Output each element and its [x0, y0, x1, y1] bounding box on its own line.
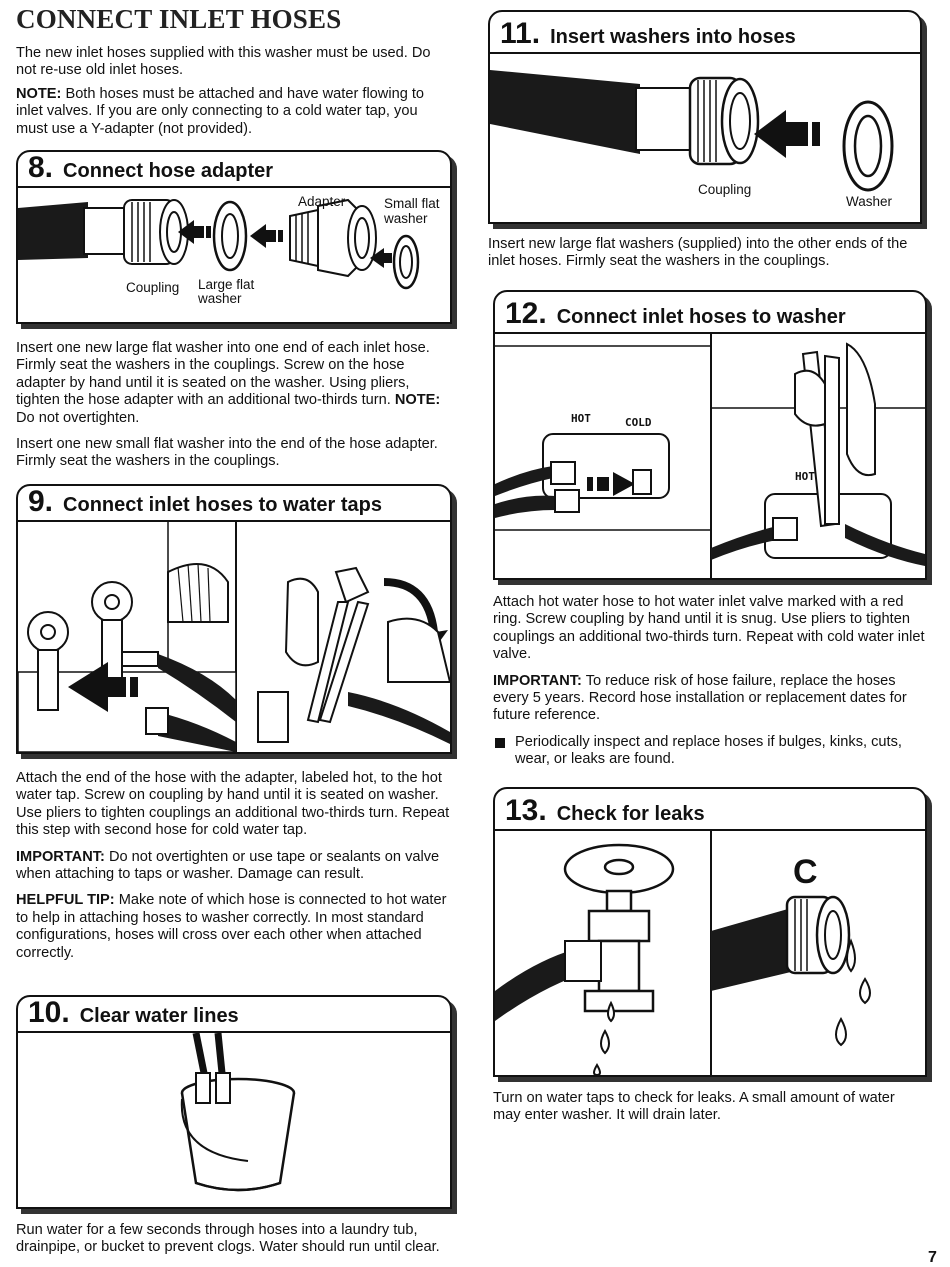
step-12-important: IMPORTANT: To reduce risk of hose failur…	[493, 673, 925, 725]
hose-icon	[490, 70, 640, 154]
step-10-text: Run water for a few seconds through hose…	[16, 1222, 456, 1257]
step-9-important: IMPORTANT: Do not overtighten or use tap…	[16, 849, 450, 884]
step-12-illustration: HOT COLD HOT	[495, 334, 925, 578]
step-9-number: 9.	[28, 485, 54, 518]
intro-note: NOTE: Both hoses must be attached and ha…	[16, 86, 448, 138]
label-large-flat-washer: Large flat washer	[198, 277, 255, 306]
step-13-header: 13. Check for leaks	[495, 789, 925, 831]
bullet-icon	[495, 737, 505, 748]
step-8-title: Connect hose adapter	[63, 160, 274, 182]
step-10-paragraph: Run water for a few seconds through hose…	[16, 1222, 440, 1256]
label-cold: COLD	[625, 416, 652, 429]
water-drop-icon	[593, 1000, 615, 1075]
step-8-note-label: NOTE:	[394, 392, 441, 409]
step-12-bullet: Periodically inspect and replace hoses i…	[493, 734, 925, 769]
step-12-bullet-text: Periodically inspect and replace hoses i…	[515, 733, 902, 768]
step-11-number: 11.	[500, 17, 541, 50]
step-8-illustration: Adapter Coupling Small flat washer Large…	[18, 188, 450, 322]
step-11-title: Insert washers into hoses	[550, 26, 796, 48]
step-8-text: Insert one new large flat washer into on…	[16, 340, 448, 471]
step-13-illustration: C	[495, 831, 925, 1075]
intro-paragraph: The new inlet hoses supplied with this w…	[16, 45, 431, 79]
label-hot: HOT	[571, 412, 591, 425]
page-title: CONNECT INLET HOSES	[16, 4, 342, 34]
step-13-paragraph: Turn on water taps to check for leaks. A…	[493, 1090, 895, 1124]
step-9-tip-label: HELPFUL TIP:	[16, 892, 115, 909]
water-tap-icon	[27, 581, 133, 711]
step-10-title: Clear water lines	[79, 1005, 239, 1027]
label-c: C	[793, 853, 818, 891]
label-coupling-11: Coupling	[698, 182, 751, 197]
step-8-note-text: Do not overtighten.	[16, 409, 140, 426]
step-8-paragraph-1: Insert one new large flat washer into on…	[16, 340, 448, 427]
step-9-important-label: IMPORTANT:	[16, 848, 105, 865]
note-text: Both hoses must be attached and have wat…	[16, 85, 425, 137]
step-11-header: 11. Insert washers into hoses	[490, 12, 920, 54]
step-8-paragraph-2: Insert one new small flat washer into th…	[16, 436, 438, 470]
adapter-icon	[289, 208, 319, 268]
step-10-illustration	[18, 1033, 450, 1207]
step-11-paragraph: Insert new large flat washers (supplied)…	[488, 236, 908, 270]
step-9-tip-text: Make note of which hose is connected to …	[16, 892, 447, 961]
step-13-number: 13.	[505, 794, 547, 827]
step-8-number: 8.	[28, 151, 54, 184]
step-13-title: Check for leaks	[556, 803, 705, 825]
label-adapter: Adapter	[298, 194, 346, 209]
step-12-paragraph-1: Attach hot water hose to hot water inlet…	[493, 594, 925, 663]
step-9-important-text: Do not overtighten or use tape or sealan…	[16, 848, 440, 883]
hand-icon	[284, 577, 319, 667]
small-washer-icon	[392, 234, 420, 290]
step-11-text: Insert new large flat washers (supplied)…	[488, 236, 922, 271]
hose-icon	[18, 202, 88, 260]
hand-icon	[846, 342, 876, 476]
step-9-paragraph-1: Attach the end of the hose with the adap…	[16, 770, 450, 839]
large-washer-icon	[212, 200, 248, 272]
step-12-title: Connect inlet hoses to washer	[556, 306, 846, 328]
step-11-illustration: Coupling Washer	[490, 54, 920, 222]
step-13-panel: 13. Check for leaks C	[493, 787, 927, 1077]
step-9-title: Connect inlet hoses to water taps	[63, 494, 382, 516]
label-coupling: Coupling	[126, 280, 179, 295]
step-12-panel: 12. Connect inlet hoses to washer HOT CO…	[493, 290, 927, 580]
step-12-important-text: To reduce risk of hose failure, replace …	[493, 672, 907, 724]
step-8-header: 8. Connect hose adapter	[18, 152, 450, 188]
step-12-number: 12.	[505, 297, 547, 330]
step-10-number: 10.	[28, 996, 70, 1029]
step-9-illustration	[18, 522, 450, 752]
step-12-text: Attach hot water hose to hot water inlet…	[493, 594, 925, 769]
step-11-panel: 11. Insert washers into hoses Coupling W…	[488, 10, 922, 224]
label-small-flat-washer: Small flat washer	[384, 196, 440, 226]
step-12-important-label: IMPORTANT:	[493, 672, 582, 689]
step-10-panel: 10. Clear water lines	[16, 995, 452, 1209]
step-9-tip: HELPFUL TIP: Make note of which hose is …	[16, 892, 450, 962]
step-9-header: 9. Connect inlet hoses to water taps	[18, 486, 450, 522]
step-8-panel: 8. Connect hose adapter	[16, 150, 452, 324]
intro-section: The new inlet hoses supplied with this w…	[16, 45, 448, 138]
label-hot-2: HOT	[795, 470, 815, 483]
step-9-panel: 9. Connect inlet hoses to water taps	[16, 484, 452, 754]
note-label: NOTE:	[16, 85, 62, 102]
pliers-icon	[306, 601, 350, 724]
step-12-header: 12. Connect inlet hoses to washer	[495, 292, 925, 334]
step-10-header: 10. Clear water lines	[18, 997, 450, 1033]
water-drop-icon	[835, 938, 871, 1047]
step-8-p1-text: Insert one new large flat washer into on…	[16, 340, 430, 409]
step-13-text: Turn on water taps to check for leaks. A…	[493, 1090, 925, 1125]
washer-icon	[842, 100, 894, 192]
page-number: 7	[928, 1249, 937, 1266]
label-washer: Washer	[846, 194, 893, 209]
water-tap-icon	[563, 843, 675, 1013]
step-9-text: Attach the end of the hose with the adap…	[16, 770, 450, 962]
